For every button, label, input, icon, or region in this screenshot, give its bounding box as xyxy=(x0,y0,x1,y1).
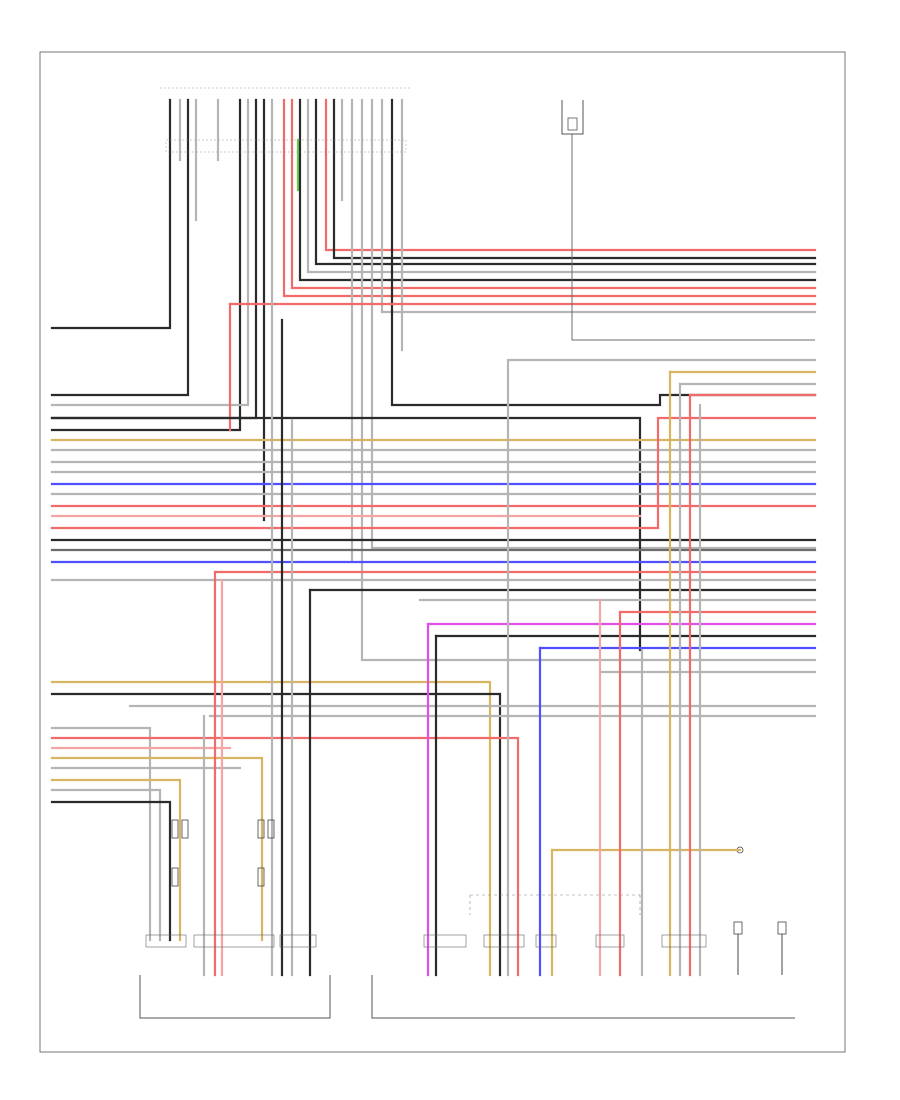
wire xyxy=(50,680,492,977)
bottom-right-module-body xyxy=(371,975,795,1019)
wire xyxy=(380,98,817,314)
wire xyxy=(50,416,660,530)
connector-pins xyxy=(535,934,557,948)
wire xyxy=(50,98,258,420)
wire xyxy=(50,98,250,407)
wire xyxy=(360,98,817,662)
wire xyxy=(50,98,190,397)
wire xyxy=(50,98,172,330)
wire xyxy=(324,98,817,252)
wire xyxy=(50,756,264,942)
wire xyxy=(282,98,817,298)
right-connector-b-body xyxy=(777,921,787,935)
top-connector-row xyxy=(165,139,407,153)
wire xyxy=(50,800,172,942)
bottom-left-module-body xyxy=(139,975,331,1019)
resistor-symbol xyxy=(257,867,265,887)
wire xyxy=(50,98,242,432)
wire xyxy=(50,692,502,977)
wire xyxy=(50,788,162,942)
top-right-device-body xyxy=(561,100,584,135)
connector-pins xyxy=(423,934,467,948)
right-connector-b xyxy=(777,921,787,975)
wire xyxy=(571,134,815,341)
resistor-symbol xyxy=(267,819,275,839)
connector-pins xyxy=(145,934,187,948)
bottom-left-module xyxy=(139,975,331,1019)
connector-pins xyxy=(595,934,625,948)
resistor-symbol xyxy=(171,819,179,839)
resistor-symbol xyxy=(171,867,179,887)
wire xyxy=(50,736,520,977)
connector-pins xyxy=(483,934,525,948)
wire xyxy=(50,416,642,652)
bottom-right-module xyxy=(371,975,795,1019)
wire xyxy=(370,98,817,550)
wire xyxy=(298,98,817,282)
wire xyxy=(50,778,182,942)
right-connector-a xyxy=(733,921,743,975)
right-component-pair xyxy=(257,819,275,887)
wire xyxy=(332,98,817,260)
wire xyxy=(306,98,817,274)
connector-pins xyxy=(279,934,317,948)
pin-group xyxy=(145,934,707,948)
wire-group xyxy=(50,98,817,977)
resistor-symbol xyxy=(257,819,265,839)
wire xyxy=(290,98,817,290)
resistor-symbol xyxy=(181,819,189,839)
wire xyxy=(50,726,152,942)
connector-pins xyxy=(661,934,707,948)
diagram-frame xyxy=(39,51,846,1053)
top-right-device xyxy=(561,100,584,135)
top-right-device-connector xyxy=(567,117,578,131)
wire xyxy=(314,98,817,266)
right-connector-a-body xyxy=(733,921,743,935)
connector-pins xyxy=(193,934,275,948)
left-component-pair xyxy=(171,819,189,887)
